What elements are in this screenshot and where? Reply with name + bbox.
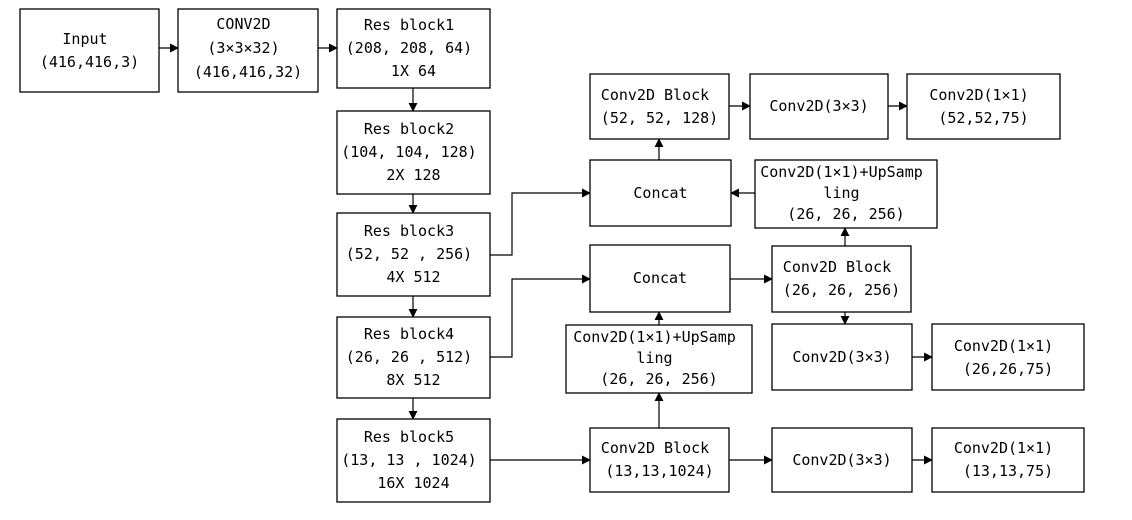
node-upsample-13-line-2: ling <box>636 349 672 367</box>
node-conv2d-block-13-line-2: (13,13,1024) <box>605 462 713 480</box>
node-upsample-26-line-3: (26, 26, 256) <box>787 205 904 223</box>
node-res-block5: Res block5 (13, 13 , 1024) 16X 1024 <box>336 418 491 503</box>
node-res-block1-line-2: (208, 208, 64) <box>346 39 472 57</box>
node-res-block3-line-3: 4X 512 <box>386 268 440 286</box>
node-conv3x3-13-label: Conv2D(3×3) <box>792 451 891 469</box>
node-conv2d-label: CONV2D (3×3×32) (416,416,32) <box>194 15 302 81</box>
node-res-block5-line-1: Res block5 <box>364 428 454 446</box>
node-res-block5-line-3: 16X 1024 <box>377 474 449 492</box>
node-conv3x3-52-line-1: Conv2D(3×3) <box>769 97 868 115</box>
node-conv2d-line-2: (3×3×32) <box>207 39 279 57</box>
node-conv2d-block-52: Conv2D Block (52, 52, 128) <box>589 73 730 140</box>
node-conv1x1-26-line-1: Conv2D(1×1) <box>954 337 1053 355</box>
node-conv3x3-26: Conv2D(3×3) <box>771 323 913 391</box>
node-input: Input (416,416,3) <box>19 8 160 93</box>
node-concat-mid: Concat <box>589 244 731 313</box>
node-conv1x1-52-line-2: (52,52,75) <box>938 109 1028 127</box>
node-res-block2-line-2: (104, 104, 128) <box>341 143 476 161</box>
node-res-block2: Res block2 (104, 104, 128) 2X 128 <box>336 110 491 195</box>
node-res-block4-line-1: Res block4 <box>364 325 454 343</box>
node-conv1x1-13-line-1: Conv2D(1×1) <box>954 439 1053 457</box>
node-conv1x1-26-label: Conv2D(1×1) (26,26,75) <box>954 337 1062 378</box>
node-conv3x3-26-line-1: Conv2D(3×3) <box>792 348 891 366</box>
node-res-block4: Res block4 (26, 26 , 512) 8X 512 <box>336 316 491 399</box>
node-input-line-1: Input <box>62 30 107 48</box>
node-res-block1-line-1: Res block1 <box>364 16 454 34</box>
node-upsample-13-line-1: Conv2D(1×1)+UpSamp <box>573 328 736 346</box>
node-conv2d-block-52-label: Conv2D Block (52, 52, 128) <box>601 86 718 127</box>
node-concat-mid-line-1: Concat <box>633 269 687 287</box>
node-conv1x1-13: Conv2D(1×1) (13,13,75) <box>931 427 1085 493</box>
node-conv3x3-13-line-1: Conv2D(3×3) <box>792 451 891 469</box>
node-conv1x1-52: Conv2D(1×1) (52,52,75) <box>906 73 1061 140</box>
node-upsample-13: Conv2D(1×1)+UpSamp ling (26, 26, 256) <box>565 324 753 394</box>
node-conv2d-line-1: CONV2D <box>216 15 270 33</box>
node-conv1x1-13-label: Conv2D(1×1) (13,13,75) <box>954 439 1062 480</box>
node-res-block4-line-3: 8X 512 <box>386 371 440 389</box>
node-res-block2-label: Res block2 (104, 104, 128) 2X 128 <box>341 120 486 184</box>
node-res-block2-line-3: 2X 128 <box>386 166 440 184</box>
node-conv2d-block-13-label: Conv2D Block (13,13,1024) <box>601 439 718 480</box>
node-res-block1-label: Res block1 (208, 208, 64) 1X 64 <box>346 16 481 80</box>
node-res-block5-line-2: (13, 13 , 1024) <box>341 451 476 469</box>
node-conv1x1-52-label: Conv2D(1×1) (52,52,75) <box>929 86 1037 127</box>
node-conv1x1-26: Conv2D(1×1) (26,26,75) <box>931 323 1085 391</box>
node-res-block5-label: Res block5 (13, 13 , 1024) 16X 1024 <box>341 428 486 492</box>
node-input-label: Input (416,416,3) <box>40 30 139 71</box>
node-conv3x3-52-label: Conv2D(3×3) <box>769 97 868 115</box>
node-conv2d-block-26-label: Conv2D Block (26, 26, 256) <box>783 258 900 299</box>
node-input-line-2: (416,416,3) <box>40 53 139 71</box>
node-conv2d-block-13-line-1: Conv2D Block <box>601 439 709 457</box>
node-res-block4-line-2: (26, 26 , 512) <box>346 348 472 366</box>
node-conv3x3-26-label: Conv2D(3×3) <box>792 348 891 366</box>
node-conv1x1-26-line-2: (26,26,75) <box>963 360 1053 378</box>
edge-res3-concat-top <box>490 188 591 256</box>
node-conv3x3-13: Conv2D(3×3) <box>771 427 913 493</box>
node-concat-top-line-1: Concat <box>633 184 687 202</box>
edges <box>159 43 933 465</box>
node-upsample-26: Conv2D(1×1)+UpSamp ling (26, 26, 256) <box>754 159 938 229</box>
node-conv2d-block-26-line-1: Conv2D Block <box>783 258 891 276</box>
node-concat-mid-label: Concat <box>633 269 687 287</box>
node-res-block3-line-1: Res block3 <box>364 222 454 240</box>
edge-res4-concat-mid <box>490 274 591 358</box>
node-conv3x3-52: Conv2D(3×3) <box>749 73 889 140</box>
node-res-block3-label: Res block3 (52, 52 , 256) 4X 512 <box>346 222 481 286</box>
node-conv1x1-52-line-1: Conv2D(1×1) <box>929 86 1028 104</box>
node-res-block2-line-1: Res block2 <box>364 120 454 138</box>
node-conv2d-block-52-line-2: (52, 52, 128) <box>601 109 718 127</box>
node-upsample-13-line-3: (26, 26, 256) <box>600 370 717 388</box>
node-conv2d-block-52-line-1: Conv2D Block <box>601 86 709 104</box>
node-conv2d: CONV2D (3×3×32) (416,416,32) <box>177 8 319 93</box>
node-upsample-26-line-1: Conv2D(1×1)+UpSamp <box>760 163 923 181</box>
node-res-block3-line-2: (52, 52 , 256) <box>346 245 472 263</box>
node-concat-top: Concat <box>589 159 732 227</box>
node-conv2d-block-26: Conv2D Block (26, 26, 256) <box>771 245 912 313</box>
node-conv2d-block-26-line-2: (26, 26, 256) <box>783 281 900 299</box>
node-upsample-26-line-2: ling <box>823 184 859 202</box>
node-conv2d-line-3: (416,416,32) <box>194 63 302 81</box>
node-res-block1: Res block1 (208, 208, 64) 1X 64 <box>336 8 491 89</box>
node-conv1x1-13-line-2: (13,13,75) <box>963 462 1053 480</box>
node-concat-top-label: Concat <box>633 184 687 202</box>
node-upsample-26-label: Conv2D(1×1)+UpSamp ling (26, 26, 256) <box>760 163 932 223</box>
node-res-block1-line-3: 1X 64 <box>391 62 436 80</box>
node-upsample-13-label: Conv2D(1×1)+UpSamp ling (26, 26, 256) <box>573 328 745 388</box>
node-conv2d-block-13: Conv2D Block (13,13,1024) <box>589 427 730 493</box>
node-res-block3: Res block3 (52, 52 , 256) 4X 512 <box>336 212 491 297</box>
node-res-block4-label: Res block4 (26, 26 , 512) 8X 512 <box>346 325 481 389</box>
